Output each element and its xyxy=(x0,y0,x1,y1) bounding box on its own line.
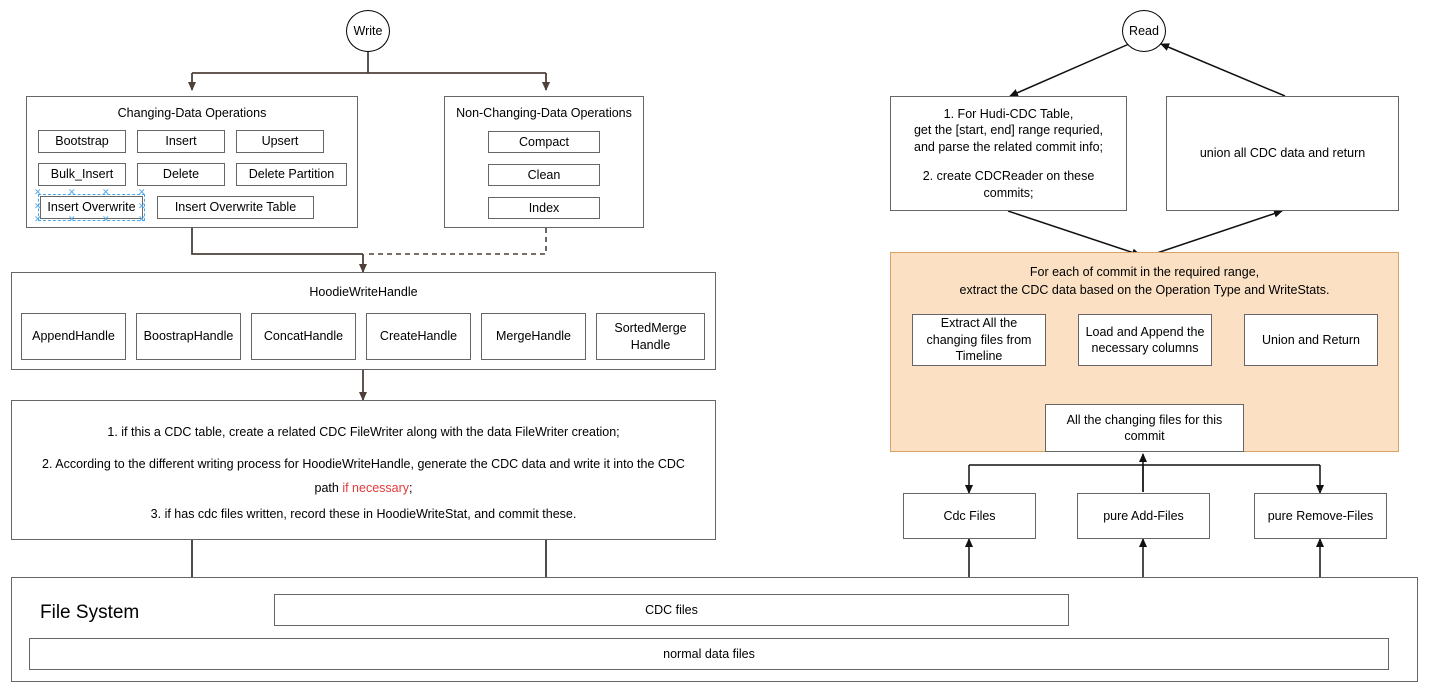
read-step-one-line5: 2. create CDCReader on these xyxy=(922,169,1095,184)
op-bulk-insert-label: Bulk_Insert xyxy=(50,167,114,182)
op-clean-label: Clean xyxy=(527,167,561,182)
write-note-2-line-b: path xyxy=(314,480,343,495)
read-step-one-line1: 1. For Hudi-CDC Table, xyxy=(943,106,1074,121)
op-insert-overwrite-table-label: Insert Overwrite Table xyxy=(174,200,297,215)
op-delete-partition-label: Delete Partition xyxy=(248,167,335,182)
handle-sorted-merge-label-line2: Handle xyxy=(630,337,671,352)
all-changing-files-line1: All the changing files for this xyxy=(1066,412,1223,427)
op-insert-overwrite[interactable]: Insert Overwrite xyxy=(40,196,143,219)
write-note-2: 2. According to the different writing pr… xyxy=(24,453,703,501)
write-start-label: Write xyxy=(353,24,383,38)
op-insert-overwrite-table[interactable]: Insert Overwrite Table xyxy=(157,196,314,219)
handle-create[interactable]: CreateHandle xyxy=(366,313,471,360)
extract-box-line3: Timeline xyxy=(955,349,1003,364)
source-pure-remove-files-label: pure Remove-Files xyxy=(1267,508,1374,523)
handle-create-label: CreateHandle xyxy=(379,329,458,344)
handle-sorted-merge-label-line1: SortedMerge xyxy=(614,321,687,335)
handle-append-label: AppendHandle xyxy=(32,329,115,344)
source-cdc-files-label: Cdc Files xyxy=(943,508,996,523)
union-all-cdc-label: union all CDC data and return xyxy=(1199,146,1366,161)
changing-group-title: Changing-Data Operations xyxy=(117,106,267,120)
write-note-2-highlight: if necessary xyxy=(342,480,410,495)
source-pure-add-files-box[interactable]: pure Add-Files xyxy=(1077,493,1210,539)
file-system-label: File System xyxy=(40,602,140,623)
non-changing-group-title: Non-Changing-Data Operations xyxy=(456,106,632,120)
read-step-one-line2: get the [start, end] range requried, xyxy=(913,123,1103,138)
read-start-node[interactable]: Read xyxy=(1122,10,1166,52)
op-clean[interactable]: Clean xyxy=(488,164,600,186)
commit-panel-caption: For each of commit in the required range… xyxy=(891,263,1398,299)
source-pure-add-files-label: pure Add-Files xyxy=(1103,508,1184,523)
handle-concat[interactable]: ConcatHandle xyxy=(251,313,356,360)
handle-boostrap[interactable]: BoostrapHandle xyxy=(136,313,241,360)
op-delete-partition[interactable]: Delete Partition xyxy=(236,163,347,186)
op-bootstrap[interactable]: Bootstrap xyxy=(38,130,126,153)
op-delete[interactable]: Delete xyxy=(137,163,225,186)
op-bulk-insert[interactable]: Bulk_Insert xyxy=(38,163,126,186)
read-start-label: Read xyxy=(1129,24,1159,38)
load-box-line1: Load and Append the xyxy=(1085,324,1205,339)
extract-changing-files-box[interactable]: Extract All the changing files from Time… xyxy=(912,314,1046,366)
op-compact-label: Compact xyxy=(518,134,570,149)
write-note-1: 1. if this a CDC table, create a related… xyxy=(107,425,620,439)
handle-merge-label: MergeHandle xyxy=(495,329,572,344)
read-step-one-line6: commits; xyxy=(983,185,1034,200)
handle-concat-label: ConcatHandle xyxy=(263,329,344,344)
extract-box-line2: changing files from xyxy=(926,332,1032,347)
op-bootstrap-label: Bootstrap xyxy=(55,134,109,149)
source-cdc-files-box[interactable]: Cdc Files xyxy=(903,493,1036,539)
op-index[interactable]: Index xyxy=(488,197,600,219)
op-index-label: Index xyxy=(528,200,560,215)
cdc-files-region[interactable]: CDC files xyxy=(274,594,1069,626)
op-upsert-label: Upsert xyxy=(261,134,299,149)
load-box-line2: necessary columns xyxy=(1091,341,1199,355)
normal-data-files-region[interactable]: normal data files xyxy=(29,638,1389,670)
all-changing-files-box[interactable]: All the changing files for this commit xyxy=(1045,404,1244,452)
union-return-label: Union and Return xyxy=(1262,332,1360,347)
source-pure-remove-files-box[interactable]: pure Remove-Files xyxy=(1254,493,1387,539)
read-step-one-box[interactable]: 1. For Hudi-CDC Table, get the [start, e… xyxy=(890,96,1127,211)
write-note-2-line-a: 2. According to the different writing pr… xyxy=(42,457,685,471)
commit-panel-caption-line1: For each of commit in the required range… xyxy=(1029,265,1260,279)
op-upsert[interactable]: Upsert xyxy=(236,130,324,153)
hoodie-write-handle-title: HoodieWriteHandle xyxy=(309,285,418,299)
normal-data-files-region-label: normal data files xyxy=(663,646,755,661)
union-and-return-box[interactable]: Union and Return xyxy=(1244,314,1378,366)
cdc-files-region-label: CDC files xyxy=(645,602,698,617)
op-compact[interactable]: Compact xyxy=(488,131,600,153)
write-start-node[interactable]: Write xyxy=(346,10,390,52)
selection-outline xyxy=(38,194,145,221)
read-step-one-line3: and parse the related commit info; xyxy=(914,139,1103,154)
union-all-cdc-box[interactable]: union all CDC data and return xyxy=(1166,96,1399,211)
read-step-one-spacer xyxy=(1007,155,1010,168)
write-note-3: 3. if has cdc files written, record thes… xyxy=(150,507,577,521)
commit-panel-caption-line2: extract the CDC data based on the Operat… xyxy=(959,283,1330,298)
write-notes-box[interactable]: 1. if this a CDC table, create a related… xyxy=(11,400,716,540)
handle-sorted-merge[interactable]: SortedMerge Handle xyxy=(596,313,705,360)
handle-append[interactable]: AppendHandle xyxy=(21,313,126,360)
op-insert-overwrite-label: Insert Overwrite xyxy=(47,200,136,215)
op-insert[interactable]: Insert xyxy=(137,130,225,153)
load-append-columns-box[interactable]: Load and Append the necessary columns xyxy=(1078,314,1212,366)
handle-merge[interactable]: MergeHandle xyxy=(481,313,586,360)
op-insert-label: Insert xyxy=(165,134,197,149)
handle-boostrap-label: BoostrapHandle xyxy=(143,329,234,344)
extract-box-line1: Extract All the xyxy=(940,316,1018,331)
all-changing-files-line2: commit xyxy=(1124,429,1165,443)
op-delete-label: Delete xyxy=(162,167,200,182)
write-note-2-line-c: ; xyxy=(409,480,413,495)
